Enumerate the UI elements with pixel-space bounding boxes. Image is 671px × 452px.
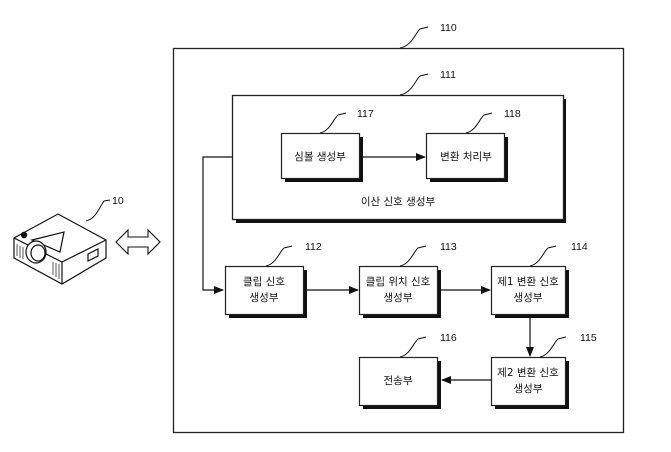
block-116: 전송부 xyxy=(358,356,441,409)
ref-116: 116 xyxy=(440,332,457,344)
leader-110 xyxy=(399,26,429,49)
block-117-label: 심볼 생성부 xyxy=(294,151,346,163)
block-112-line2: 생성부 xyxy=(250,292,279,304)
block-114-line2: 생성부 xyxy=(514,292,543,304)
leader-115 xyxy=(539,336,567,358)
leader-111 xyxy=(399,73,429,96)
block-116-label: 전송부 xyxy=(384,375,413,387)
block-115: 제2 변환 신호 생성부 xyxy=(490,356,569,409)
block-115-line1: 제2 변환 신호 xyxy=(497,367,559,379)
ref-118: 118 xyxy=(504,108,521,120)
leader-116 xyxy=(399,336,427,358)
leader-118 xyxy=(465,112,493,134)
ref-115: 115 xyxy=(580,332,597,344)
bidirectional-arrow-icon xyxy=(115,228,161,256)
block-118-label: 변환 처리부 xyxy=(440,151,492,163)
projector-icon xyxy=(13,213,107,285)
block-114-line1: 제1 변환 신호 xyxy=(497,276,559,288)
block-113: 클립 위치 신호 생성부 xyxy=(358,265,441,318)
block-112-line1: 클립 신호 xyxy=(243,275,285,288)
arrow-111-112 xyxy=(202,156,232,294)
block-118: 변환 처리부 xyxy=(425,132,508,182)
discrete-group-label: 이산 신호 생성부 xyxy=(361,196,436,208)
block-117: 심볼 생성부 xyxy=(280,132,363,182)
leader-117 xyxy=(319,112,347,134)
ref-10: 10 xyxy=(112,195,124,207)
ref-110: 110 xyxy=(440,22,457,34)
block-115-line2: 생성부 xyxy=(514,383,543,395)
ref-112: 112 xyxy=(305,241,322,253)
leader-113 xyxy=(399,245,427,267)
block-114: 제1 변환 신호 생성부 xyxy=(490,265,569,318)
ref-111: 111 xyxy=(440,69,456,81)
block-112: 클립 신호 생성부 xyxy=(224,265,307,318)
ref-117: 117 xyxy=(357,108,374,120)
ref-113: 113 xyxy=(440,241,457,253)
ref-114: 114 xyxy=(571,241,588,253)
block-113-line1: 클립 위치 신호 xyxy=(366,275,431,288)
outer-box-110 xyxy=(172,47,625,434)
leader-112 xyxy=(265,245,293,267)
block-113-line2: 생성부 xyxy=(384,292,413,304)
leader-10 xyxy=(85,199,111,222)
leader-114 xyxy=(529,245,557,267)
